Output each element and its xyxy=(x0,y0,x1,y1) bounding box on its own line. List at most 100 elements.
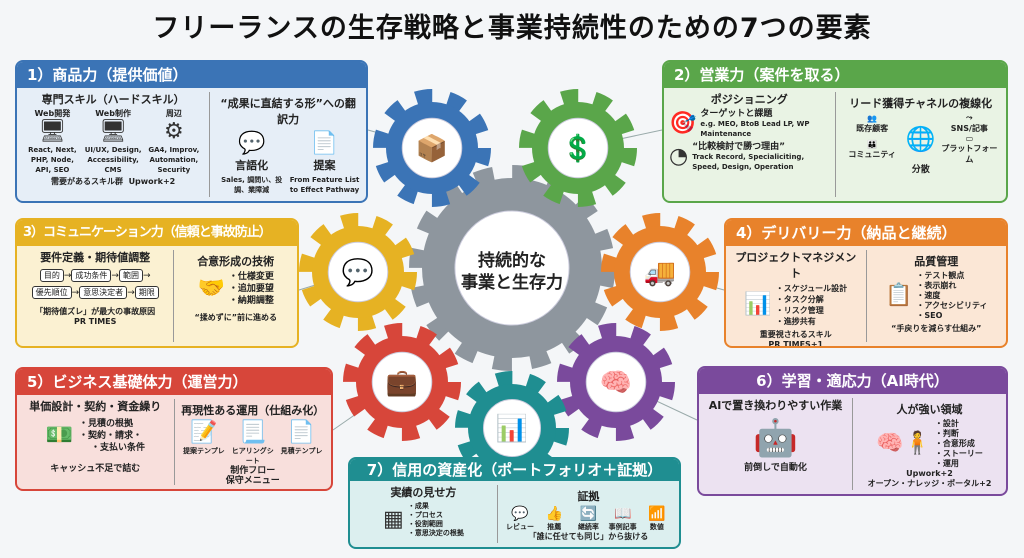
evidence-label: 継続率 xyxy=(577,523,599,531)
panel-title: 2）営業力（案件を取る） xyxy=(664,62,1006,88)
handshake-icon: 🤝 xyxy=(197,276,225,301)
flow-step: 範囲 xyxy=(118,269,143,282)
gear-business-teeth xyxy=(343,323,461,441)
source: PR TIMES xyxy=(73,317,117,326)
skill-desc: React, Next, PHP, Node, API, SEO xyxy=(28,146,77,174)
panel-learning-adaptability: 6）学習・適応力（AI時代） AIで置き換わりやすい作業 🤖 前倒しで自動化 人… xyxy=(697,366,1008,496)
gear-learning-icon: 🧠 xyxy=(600,368,632,398)
section-title: 品質管理 xyxy=(914,255,959,268)
bullet: 仕様変更 xyxy=(229,271,274,283)
bullet: 速度 xyxy=(916,291,987,301)
flow-step: 優先順位 xyxy=(31,286,72,299)
footnote: 「期待値ズレ」が最大の事故原因 xyxy=(35,307,156,316)
panel-title: 7）信用の資産化（ポートフォリオ＋証拠） xyxy=(350,459,679,481)
template-name: ヒアリングシート xyxy=(231,447,274,465)
item-desc: Sales, 調問い、投調、業障減 xyxy=(221,176,283,194)
bullet: 見積の根拠 xyxy=(79,418,145,430)
bullet: スケジュール設計 xyxy=(776,283,847,294)
thumbs-up-icon: 👍 xyxy=(545,506,563,522)
bullet: テスト観点 xyxy=(916,271,987,281)
money-card-icon: 💵 xyxy=(45,423,73,448)
footnote: 制作フロー xyxy=(230,466,276,476)
section-title: 再現性ある運用（仕組み化） xyxy=(181,404,325,417)
cursor-monitor-icon: 🖥 xyxy=(99,119,128,144)
footnote: 保守メニュー xyxy=(225,476,280,486)
speedometer-icon: ◔ xyxy=(669,144,689,169)
bullet: 判断 xyxy=(935,429,983,439)
center-label: 持続的な 事業と生存力 xyxy=(452,250,572,294)
platform-window-icon: ▭ xyxy=(965,134,974,143)
bullet: 契約・請求・ xyxy=(79,430,145,442)
panel-title: 3）コミュニケーション力（信頼と事故防止） xyxy=(17,220,297,246)
brain-head-icon: 🧠 xyxy=(876,431,904,456)
footnote: “手戻りを減らす仕組み” xyxy=(891,324,982,333)
customers-icon: 👥 xyxy=(867,113,878,123)
person-icon: 🧍 xyxy=(903,431,931,456)
center-line-2: 事業と生存力 xyxy=(461,273,563,293)
channel: 既存顧客 xyxy=(856,123,889,133)
bullet: 表示崩れ xyxy=(916,281,987,291)
source: Upwork+2 xyxy=(906,469,953,478)
open-book-icon: 📖 xyxy=(613,506,632,522)
section-title: 合意形成の技術 xyxy=(197,255,275,268)
bullet: 役割範囲 xyxy=(408,520,464,529)
channel: コミュニティ xyxy=(848,149,896,159)
footnote: キャッシュ不足で詰む xyxy=(50,464,141,474)
skill-name: Web開発 xyxy=(34,109,71,118)
flow-step: 目的 xyxy=(39,269,64,282)
flow-step: 期限 xyxy=(134,286,159,299)
panel-title: 1）商品力（提供価値） xyxy=(17,62,366,88)
checklist-document-icon: 📃 xyxy=(239,420,267,445)
source: Upwork+2 xyxy=(128,177,176,186)
page-title: フリーランスの生存戦略と事業持続性のための7つの要素 xyxy=(152,13,872,44)
gear-sales-hub xyxy=(547,117,609,179)
panel-title: 6）学習・適応力（AI時代） xyxy=(699,368,1006,394)
gear-product-teeth xyxy=(373,89,491,207)
section-title: “成果に直結する形”への翻訳力 xyxy=(220,97,356,126)
proposal-document-icon: 📝 xyxy=(190,420,218,445)
section-title: リード獲得チャネルの複線化 xyxy=(849,97,993,110)
section-title: 要件定義・期待値調整 xyxy=(40,251,151,264)
section-title: 人が強い領域 xyxy=(896,403,963,416)
bullet: 支払い条件 xyxy=(79,442,145,454)
review-chat-icon: 💬 xyxy=(511,506,529,522)
source: オープン・ナレッジ・ポータル+2 xyxy=(867,479,992,488)
panel-delivery-power: 4）デリバリー力（納品と継続） プロジェクトマネジメント 📊スケジュール設計タス… xyxy=(724,218,1008,348)
gear-business-hub xyxy=(371,351,433,413)
evidence-label: 事例記事 xyxy=(608,523,637,531)
section-title: AIで置き換わりやすい作業 xyxy=(708,399,843,412)
refresh-cycle-icon: 🔄 xyxy=(579,506,598,522)
bullet: タスク分解 xyxy=(776,294,847,305)
panel-credit-assets: 7）信用の資産化（ポートフォリオ＋証拠） 実績の見せ方 ▦成果プロセス役割範囲意… xyxy=(348,457,681,549)
gear-learning-teeth xyxy=(557,323,675,441)
gear-credit-hub xyxy=(482,398,542,458)
section-title: 証拠 xyxy=(577,490,600,503)
skill-name: 周辺 xyxy=(165,109,182,118)
stacked-cubes-icon: ▦ xyxy=(383,507,404,532)
estimate-document-icon: 📄 xyxy=(287,420,316,445)
section-title: 専門スキル（ハードスキル） xyxy=(41,93,185,106)
gear-product-icon: 📦 xyxy=(416,133,448,164)
footnote: “揉めずに”前に進める xyxy=(194,313,277,322)
gear-business-icon: 💼 xyxy=(386,368,418,398)
globe-network-icon: 🌐 xyxy=(905,125,936,153)
skill-desc: GA4, Improv, Automation, Security xyxy=(148,146,200,174)
bullet: アクセシビリティ xyxy=(916,301,987,311)
evidence-label: 数値 xyxy=(649,523,664,531)
item-name: 言語化 xyxy=(235,159,269,172)
evidence-label: レビュー xyxy=(506,523,534,531)
panel-business-foundation: 5）ビジネス基礎体力（運営力） 単価設計・契約・資金繰り 💵見積の根拠契約・請求… xyxy=(15,367,333,491)
bullet: 運用 xyxy=(935,459,983,469)
robot-icon: 🤖 xyxy=(753,418,798,459)
target-title: ターゲットと課題 xyxy=(700,109,773,119)
bullet: 追加要望 xyxy=(229,283,274,295)
evidence-label: 推薦 xyxy=(547,523,562,531)
gear-product-hub xyxy=(401,117,463,179)
bullet: 納期調整 xyxy=(229,295,274,307)
panel-product-power: 1）商品力（提供価値） 専門スキル（ハードスキル） Web開発 🖥 React, N… xyxy=(15,60,368,203)
bullet: プロセス xyxy=(408,511,464,520)
gear-learning-hub xyxy=(585,351,647,413)
bullet: 合意形成 xyxy=(935,439,983,449)
